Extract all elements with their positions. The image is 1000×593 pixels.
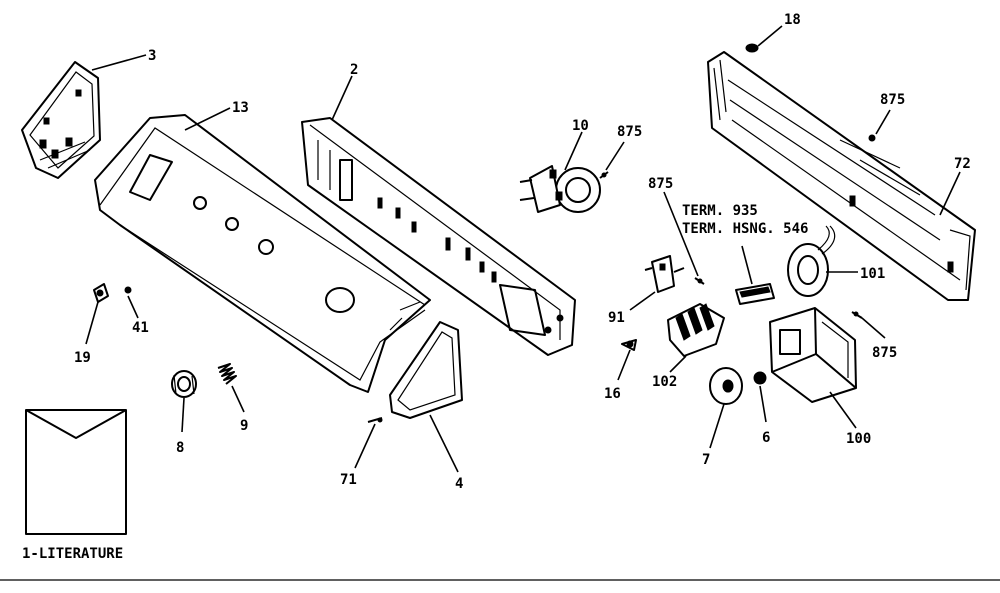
label-term-935: TERM. 935 [682, 203, 758, 219]
leader-8 [181, 397, 185, 433]
label-41: 41 [132, 320, 149, 336]
label-71: 71 [340, 472, 357, 488]
label-100: 100 [846, 431, 871, 447]
leader-100 [829, 391, 857, 429]
leader-7 [709, 403, 725, 449]
label-18: 18 [784, 12, 801, 28]
part-10-switch [519, 165, 601, 213]
label-16: 16 [604, 386, 621, 402]
label-10: 10 [572, 118, 589, 134]
part-100-timer [769, 307, 857, 403]
leader-875-b [663, 191, 699, 277]
part-18-screw [745, 43, 759, 53]
label-6: 6 [762, 430, 770, 446]
leader-875-c [875, 109, 891, 135]
part-875-screw-c [868, 134, 876, 142]
label-875-a: 875 [617, 124, 642, 140]
leader-72 [939, 171, 961, 216]
leader-91 [629, 291, 656, 311]
label-13: 13 [232, 100, 249, 116]
label-101: 101 [860, 266, 885, 282]
part-1-literature [25, 409, 127, 535]
leader-4 [429, 414, 459, 473]
part-101-motor [787, 225, 836, 297]
label-2: 2 [350, 62, 358, 78]
label-875-c: 875 [880, 92, 905, 108]
label-term-hsng-546: TERM. HSNG. 546 [682, 221, 808, 237]
part-91-switch [644, 255, 685, 293]
leader-13 [184, 107, 231, 131]
label-875-d: 875 [872, 345, 897, 361]
part-19-knob [93, 283, 109, 303]
leader-10 [564, 131, 583, 171]
leader-6 [759, 385, 767, 423]
part-41-clip [124, 286, 132, 294]
label-72: 72 [954, 156, 971, 172]
leader-41 [127, 295, 139, 319]
label-1-literature: 1-LITERATURE [22, 546, 123, 562]
leader-3 [91, 54, 147, 71]
label-9: 9 [240, 418, 248, 434]
part-9-spring [217, 363, 237, 385]
part-13-control-panel [94, 114, 431, 393]
part-71-screw [367, 417, 383, 423]
leader-9 [231, 385, 245, 413]
part-875-screw-b [694, 277, 705, 285]
leader-71 [354, 423, 376, 469]
leader-875-a [605, 141, 625, 171]
part-7-knob [709, 367, 743, 405]
part-16-connector [621, 339, 637, 351]
leader-terminal [741, 245, 753, 285]
part-72-rear-panel [707, 51, 976, 301]
leader-102 [669, 355, 687, 373]
part-875-screw-d [851, 311, 863, 319]
label-875-b: 875 [648, 176, 673, 192]
label-7: 7 [702, 452, 710, 468]
part-875-screw-a [599, 171, 609, 179]
leader-16 [617, 349, 631, 381]
part-3-end-cap [21, 61, 101, 179]
label-3: 3 [148, 48, 156, 64]
label-8: 8 [176, 440, 184, 456]
label-91: 91 [608, 310, 625, 326]
part-terminal-935 [735, 283, 775, 305]
leader-875-d [861, 317, 886, 339]
leader-2 [331, 75, 353, 121]
part-102-switch-block [667, 303, 725, 357]
part-8-knob [171, 370, 197, 398]
label-102: 102 [652, 374, 677, 390]
label-4: 4 [455, 476, 463, 492]
part-2-panel-bracket [301, 117, 576, 356]
leader-19 [85, 301, 99, 345]
part-4-end-cap [389, 321, 463, 419]
part-6-dial [753, 371, 767, 385]
label-19: 19 [74, 350, 91, 366]
leader-18 [757, 25, 783, 47]
